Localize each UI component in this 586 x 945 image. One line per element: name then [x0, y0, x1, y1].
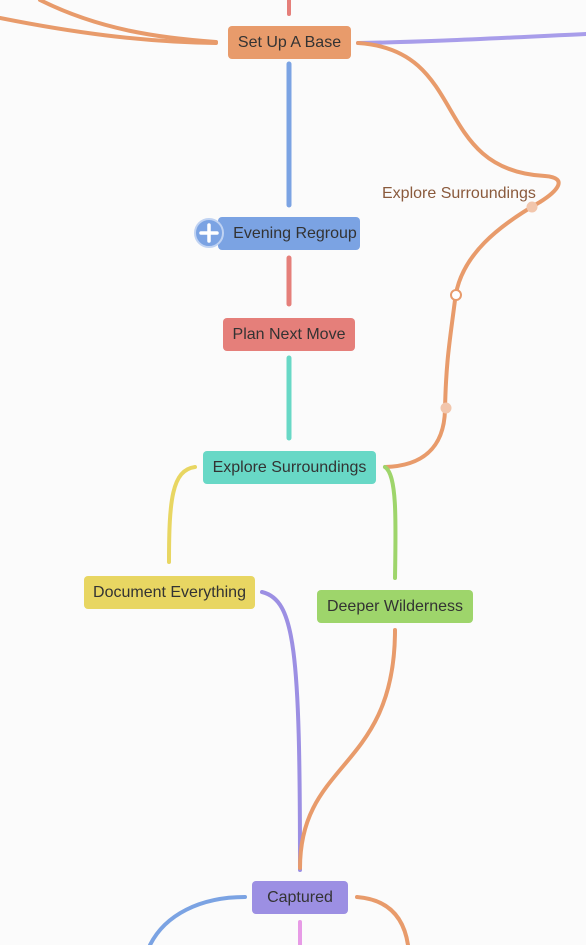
edge-document-to-captured: [260, 590, 302, 872]
edge-base-to-explore-loop: [356, 41, 561, 469]
edge-handle: [526, 201, 538, 213]
edge-label-explore-surroundings: Explore Surroundings: [382, 185, 536, 202]
edge-handle: [440, 402, 452, 414]
edge-handle: [450, 289, 462, 301]
node-document-everything[interactable]: Document Everything: [84, 576, 255, 609]
edge-base-to-right: [356, 32, 586, 45]
edge-deeper-to-captured: [298, 628, 397, 870]
node-captured[interactable]: Captured: [252, 881, 348, 914]
node-explore-surroundings[interactable]: Explore Surroundings: [203, 451, 376, 484]
edge-explore-to-document: [167, 465, 197, 564]
node-set-up-a-base[interactable]: Set Up A Base: [228, 26, 351, 59]
node-plan-next-move[interactable]: Plan Next Move: [223, 318, 355, 351]
node-deeper-wilderness[interactable]: Deeper Wilderness: [317, 590, 473, 623]
plus-icon[interactable]: [194, 218, 224, 248]
edge-captured-right: [355, 895, 410, 945]
edge-incoming-left-upper: [38, 0, 218, 44]
edge-explore-to-deeper: [383, 465, 398, 580]
edge-incoming-left-lower: [0, 16, 218, 45]
node-evening-regroup[interactable]: Evening Regroup: [218, 217, 360, 250]
edge-captured-left: [148, 895, 247, 945]
